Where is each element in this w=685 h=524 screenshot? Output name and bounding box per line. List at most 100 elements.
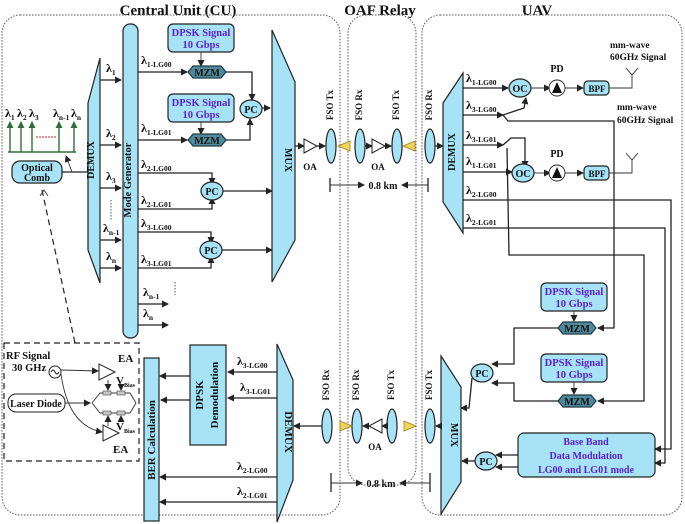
svg-text:RF Signal: RF Signal bbox=[6, 351, 50, 362]
svg-text:λ2-LG01: λ2-LG01 bbox=[237, 484, 268, 500]
comb-generator-inset-content: RF Signal 30 GHz EA VBias Laser Diode bbox=[6, 351, 137, 456]
relay-fso-rx-forward[interactable]: FSO Rx bbox=[354, 89, 366, 164]
relay-fso-rx-return[interactable]: FSO Rx bbox=[351, 369, 363, 444]
uav-bpf-1[interactable]: BPF bbox=[583, 80, 610, 96]
cu-fso-tx[interactable]: FSO Tx bbox=[325, 89, 337, 164]
mode-generator[interactable]: Mode Generator bbox=[122, 23, 139, 339]
relay-fso-tx-forward[interactable]: FSO Tx bbox=[391, 89, 403, 164]
relay-oa-return[interactable] bbox=[367, 418, 383, 434]
comb-label-3: λ3 bbox=[29, 106, 39, 122]
optical-comb-block[interactable]: Optical Comb bbox=[11, 160, 63, 184]
fso-beam-4 bbox=[339, 420, 354, 432]
svg-text:DPSK Signal: DPSK Signal bbox=[172, 28, 231, 39]
svg-text:λ2-LG00: λ2-LG00 bbox=[466, 183, 497, 199]
uav-fso-rx[interactable]: FSO Rx bbox=[424, 89, 436, 164]
svg-text:PC: PC bbox=[204, 246, 217, 257]
svg-text:Optical: Optical bbox=[21, 163, 53, 174]
cu-fso-rx[interactable]: FSO Rx bbox=[321, 369, 333, 444]
cu-rx-outputs: λ3-LG00 λ3-LG01 λ2-LG00 λ2-LG01 bbox=[159, 354, 277, 506]
svg-text:FSO Rx: FSO Rx bbox=[354, 89, 364, 120]
svg-text:LG00 and LG01 mode: LG00 and LG01 mode bbox=[538, 465, 634, 476]
uav-dpsk-source-2[interactable]: DPSK Signal 10 Gbps bbox=[540, 353, 608, 383]
svg-text:λn: λn bbox=[143, 306, 154, 322]
cu-dpsk-source-1[interactable]: DPSK Signal 10 Gbps bbox=[167, 23, 235, 53]
cu-demux[interactable]: DEMUX bbox=[86, 57, 101, 284]
relay-section-title: OAF Relay bbox=[344, 3, 416, 19]
svg-text:λ3-LG00: λ3-LG00 bbox=[141, 216, 172, 232]
svg-text:DEMUX: DEMUX bbox=[282, 411, 294, 453]
cu-rx-demux[interactable]: DEMUX bbox=[276, 343, 294, 523]
svg-text:MZM: MZM bbox=[564, 324, 590, 335]
svg-text:PC: PC bbox=[244, 105, 257, 116]
uav-oc-1[interactable]: OC bbox=[508, 78, 532, 98]
svg-text:λn-1: λn-1 bbox=[143, 285, 160, 301]
svg-text:PC: PC bbox=[205, 187, 218, 198]
svg-text:BER Calculation: BER Calculation bbox=[146, 400, 158, 480]
distance-marker-return: 0.8 km bbox=[330, 473, 431, 492]
svg-text:PD: PD bbox=[550, 64, 563, 75]
fso-beam-1 bbox=[336, 140, 351, 152]
uav-demux[interactable]: DEMUX bbox=[442, 71, 464, 236]
svg-text:10 Gbps: 10 Gbps bbox=[555, 370, 592, 381]
cu-mzm-1[interactable]: MZM bbox=[187, 65, 227, 79]
cu-dpsk-source-2[interactable]: DPSK Signal 10 Gbps bbox=[167, 93, 235, 123]
svg-text:FSO Tx: FSO Tx bbox=[424, 369, 434, 400]
comb-label-n-1: λn-1 bbox=[53, 106, 70, 122]
svg-text:λ3-LG00: λ3-LG00 bbox=[237, 354, 268, 370]
uav-photodiode-1[interactable] bbox=[548, 79, 566, 97]
svg-text:FSO Rx: FSO Rx bbox=[424, 89, 434, 120]
svg-text:λn-1: λn-1 bbox=[103, 221, 120, 237]
distance-marker-forward: 0.8 km bbox=[329, 178, 429, 192]
svg-text:MZM: MZM bbox=[194, 136, 220, 147]
ea-bottom[interactable] bbox=[102, 424, 121, 442]
baseband-modulation-block[interactable]: Base Band Data Modulation LG00 and LG01 … bbox=[517, 432, 656, 478]
svg-text:MUX: MUX bbox=[448, 423, 459, 448]
svg-text:Laser Diode: Laser Diode bbox=[10, 399, 62, 410]
cu-section-title: Central Unit (CU) bbox=[120, 3, 237, 19]
svg-text:MUX: MUX bbox=[282, 148, 293, 173]
svg-text:PC: PC bbox=[479, 457, 492, 468]
rf-source-icon[interactable] bbox=[48, 365, 62, 379]
svg-text:60GHz Signal: 60GHz Signal bbox=[617, 116, 674, 126]
cu-mzm-2[interactable]: MZM bbox=[187, 133, 227, 147]
comb-label-2: λ2 bbox=[17, 106, 27, 122]
uav-mzm-2[interactable]: MZM bbox=[557, 394, 597, 408]
cu-boundary bbox=[1, 14, 341, 516]
uav-oc-2[interactable]: OC bbox=[511, 163, 535, 183]
uav-pc-2[interactable]: PC bbox=[474, 451, 498, 471]
svg-text:10 Gbps: 10 Gbps bbox=[555, 299, 592, 310]
uav-demux-outputs: λ1-LG00 λ3-LG00 λ3-LG01 λ1-LG01 λ2-LG00 … bbox=[463, 71, 529, 227]
svg-text:λ1-LG01: λ1-LG01 bbox=[466, 154, 497, 170]
cu-optical-amplifier[interactable] bbox=[303, 138, 319, 154]
uav-pc-1[interactable]: PC bbox=[470, 363, 494, 383]
svg-text:MZM: MZM bbox=[564, 397, 590, 408]
laser-diode-block[interactable]: Laser Diode bbox=[7, 393, 66, 413]
relay-fso-tx-return[interactable]: FSO Tx bbox=[386, 369, 398, 444]
svg-text:PC: PC bbox=[475, 369, 488, 380]
dpsk-demodulation-block[interactable]: DPSK Demodulation bbox=[189, 344, 227, 446]
fso-beam-3 bbox=[403, 420, 418, 432]
uav-fso-tx[interactable]: FSO Tx bbox=[424, 369, 436, 444]
uav-mux[interactable]: MUX bbox=[440, 353, 462, 517]
svg-text:Demodulation: Demodulation bbox=[209, 362, 221, 429]
svg-text:λ2-LG01: λ2-LG01 bbox=[466, 211, 497, 227]
ea-top[interactable] bbox=[98, 363, 117, 381]
relay-oa-forward[interactable] bbox=[371, 138, 387, 154]
svg-text:λ2-LG00: λ2-LG00 bbox=[237, 459, 268, 475]
cu-pc-1[interactable]: PC bbox=[239, 99, 263, 119]
antenna-icon-2 bbox=[625, 152, 639, 161]
uav-photodiode-2[interactable] bbox=[548, 164, 566, 182]
svg-text:Base Band: Base Band bbox=[563, 437, 609, 448]
svg-text:λ2: λ2 bbox=[106, 126, 116, 142]
cu-pc-2[interactable]: PC bbox=[200, 181, 224, 201]
uav-mzm-1[interactable]: MZM bbox=[557, 321, 597, 335]
cu-pc-3[interactable]: PC bbox=[199, 240, 223, 260]
ber-calculation-block[interactable]: BER Calculation bbox=[143, 357, 160, 522]
svg-text:DEMUX: DEMUX bbox=[86, 140, 97, 179]
demux-outputs: λ1 λ2 λ3 λn-1 λn bbox=[100, 61, 122, 272]
cu-mux[interactable]: MUX bbox=[271, 29, 296, 283]
svg-text:BPF: BPF bbox=[589, 84, 607, 94]
uav-dpsk-source-1[interactable]: DPSK Signal 10 Gbps bbox=[540, 282, 608, 312]
uav-bpf-2[interactable]: BPF bbox=[583, 165, 610, 181]
